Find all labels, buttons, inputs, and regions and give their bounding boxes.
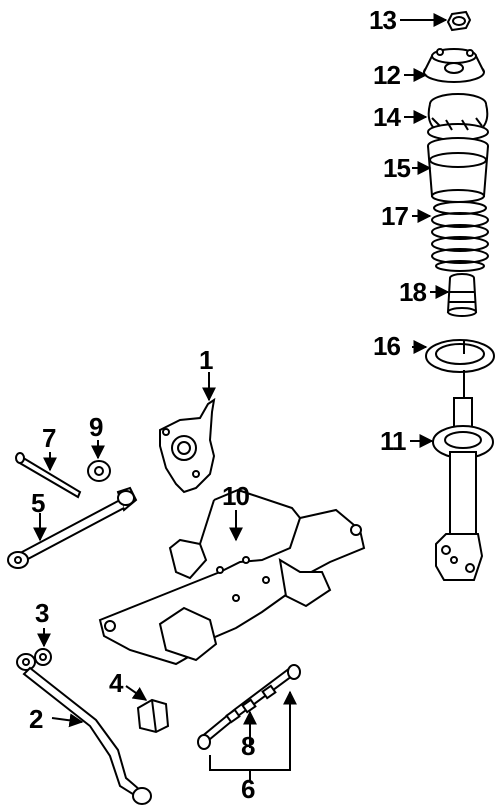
part-8-adjuster	[225, 684, 277, 724]
part-4-bracket	[136, 698, 170, 734]
leader-lines	[33, 13, 450, 782]
callout-9: 9	[89, 412, 104, 442]
callout-4: 4	[109, 668, 124, 698]
callout-10: 10	[222, 481, 250, 511]
callout-17: 17	[381, 201, 409, 231]
part-7-link	[15, 452, 82, 499]
part-11-strut	[432, 370, 494, 581]
callout-2: 2	[29, 704, 44, 734]
callout-1: 1	[199, 345, 214, 375]
callout-3: 3	[35, 598, 50, 628]
part-16-spring-seat	[425, 339, 495, 373]
part-2-trailing-arm	[16, 653, 152, 805]
part-10-crossmember	[98, 488, 366, 666]
callout-15: 15	[383, 153, 411, 183]
callout-5: 5	[31, 488, 46, 518]
callout-18: 18	[399, 277, 427, 307]
callout-12: 12	[373, 60, 401, 90]
part-3-bushing	[34, 648, 52, 666]
callout-14: 14	[373, 102, 401, 132]
part-5-lateral-link	[7, 486, 138, 569]
part-17-coil-spring	[431, 201, 489, 272]
part-1-knuckle	[159, 397, 216, 494]
callout-8: 8	[241, 731, 256, 761]
part-12-strut-mount	[423, 48, 485, 83]
callout-7: 7	[42, 423, 57, 453]
part-9-bushing	[87, 460, 111, 482]
part-13-nut	[446, 10, 472, 32]
callout-13: 13	[369, 5, 397, 35]
part-18-bump-stop	[446, 273, 478, 317]
part-15-dust-boot	[427, 137, 489, 203]
callout-6: 6	[241, 774, 256, 804]
callout-16: 16	[373, 331, 401, 361]
part-14-upper-spring-seat	[427, 93, 489, 141]
callout-11: 11	[380, 426, 406, 456]
